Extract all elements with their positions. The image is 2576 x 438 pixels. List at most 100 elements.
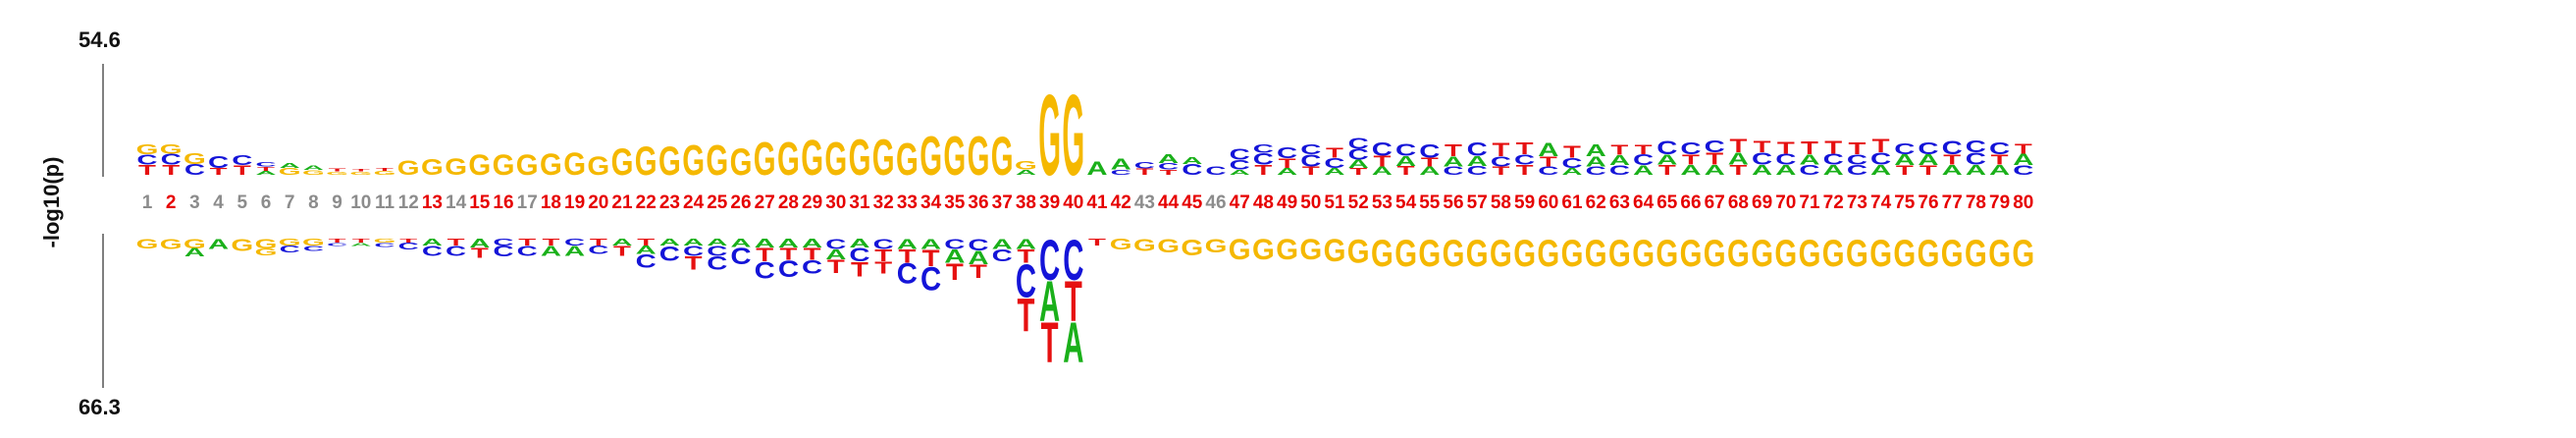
position-label: 71: [1799, 192, 1820, 213]
logo-letter: A: [802, 237, 822, 250]
logo-letter: T: [1706, 149, 1723, 169]
logo-letter: C: [968, 236, 988, 254]
logo-letter: C: [1989, 139, 2010, 159]
position-label: 28: [778, 192, 799, 213]
logo-letter: T: [1279, 155, 1296, 170]
position-label: 75: [1894, 192, 1916, 213]
logo-letter: A: [1633, 162, 1654, 177]
logo-letter: A: [1443, 153, 1464, 169]
y-tick-top: 54.6: [79, 27, 121, 52]
position-label: 12: [398, 192, 419, 213]
logo-letter: T: [234, 162, 251, 177]
logo-letter: T: [637, 237, 656, 247]
logo-letter: T: [1492, 165, 1509, 178]
logo-letter: T: [779, 245, 797, 264]
logo-letter: C: [184, 161, 205, 178]
logo-letter: T: [518, 237, 537, 247]
logo-letter: T: [138, 162, 156, 178]
logo-letter: C: [208, 153, 229, 173]
position-label: 37: [992, 192, 1013, 213]
logo-letter: G: [1846, 233, 1868, 275]
logo-letter: G: [302, 237, 325, 247]
position-label: 26: [730, 192, 751, 213]
logo-letter: C: [1134, 161, 1156, 171]
logo-letter: T: [162, 162, 180, 178]
position-label: 10: [350, 192, 371, 213]
logo-letter: G: [374, 170, 396, 176]
logo-letter: C: [755, 257, 775, 284]
logo-letter: C: [1348, 146, 1369, 163]
logo-letter: T: [329, 238, 346, 244]
position-label: 13: [422, 192, 443, 213]
logo-letter: G: [184, 150, 206, 167]
logo-letter: A: [1775, 162, 1797, 178]
logo-letter: G: [1466, 233, 1489, 275]
logo-letter: T: [1349, 166, 1368, 177]
logo-letter: A: [1799, 151, 1820, 167]
logo-letter: C: [303, 245, 324, 253]
logo-letter: A: [920, 236, 942, 251]
logo-letter: C: [1491, 153, 1512, 169]
position-label: 43: [1134, 192, 1155, 213]
logo-letter: T: [874, 246, 892, 266]
logo-letter: G: [1585, 233, 1607, 275]
logo-letter: C: [1870, 149, 1891, 169]
position-label: 38: [1016, 192, 1036, 213]
logo-letter: G: [1347, 232, 1370, 270]
logo-letter: C: [802, 257, 822, 279]
logo-letter: G: [397, 157, 420, 180]
logo-letter: T: [257, 166, 275, 172]
logo-letter: A: [1538, 139, 1558, 161]
logo-letter: G: [754, 132, 776, 185]
position-label: 11: [375, 192, 395, 213]
logo-letter: C: [136, 151, 158, 167]
logo-letter: G: [516, 150, 539, 182]
logo-letter: A: [1348, 158, 1369, 171]
logo-letter: G: [1799, 233, 1821, 275]
logo-letter: G: [611, 141, 634, 184]
logo-letter: T: [1445, 141, 1462, 161]
position-label: 9: [332, 192, 342, 213]
logo-letter: C: [825, 236, 847, 251]
logo-letter: A: [1419, 165, 1440, 178]
logo-letter: T: [1754, 137, 1771, 156]
logo-letter: C: [1230, 157, 1250, 172]
logo-letter: G: [1252, 235, 1275, 266]
logo-letter: C: [1561, 155, 1583, 171]
logo-letter: C: [707, 252, 727, 274]
logo-letter: C: [873, 236, 895, 251]
logo-letter: C: [1182, 161, 1202, 178]
logo-letter: C: [849, 245, 869, 266]
logo-letter: C: [1016, 254, 1036, 307]
logo-letter: A: [1586, 141, 1606, 161]
logo-letter: A: [1609, 152, 1631, 168]
logo-letter: C: [1752, 149, 1772, 169]
position-label: 17: [517, 192, 538, 213]
logo-letter: T: [827, 256, 845, 278]
logo-letter: A: [1989, 162, 2011, 178]
logo-letter: A: [1086, 158, 1107, 180]
logo-letter: A: [1894, 151, 1915, 168]
logo-letter: C: [659, 243, 680, 265]
logo-letter: C: [588, 244, 608, 256]
logo-letter: C: [493, 237, 513, 247]
logo-letter: T: [1777, 138, 1795, 158]
logo-letter: C: [1467, 138, 1488, 160]
logo-letter: C: [232, 152, 253, 168]
logo-letter: T: [1610, 141, 1628, 157]
position-label: 52: [1348, 192, 1369, 213]
logo-letter: C: [1277, 144, 1297, 161]
logo-letter: G: [1893, 233, 1916, 275]
logo-letter: C: [1966, 137, 1986, 157]
logo-letter: T: [685, 252, 703, 274]
logo-letter: A: [944, 246, 965, 267]
position-label: 65: [1656, 192, 1678, 213]
logo-letter: T: [352, 168, 370, 172]
logo-letter: C: [1395, 140, 1416, 160]
position-label: 42: [1111, 192, 1131, 213]
logo-letter: T: [1824, 137, 1842, 157]
logo-letter: T: [1943, 151, 1961, 167]
logo-letter: C: [374, 242, 394, 247]
logo-letter: A: [1870, 162, 1892, 178]
logo-letter: G: [920, 125, 942, 188]
